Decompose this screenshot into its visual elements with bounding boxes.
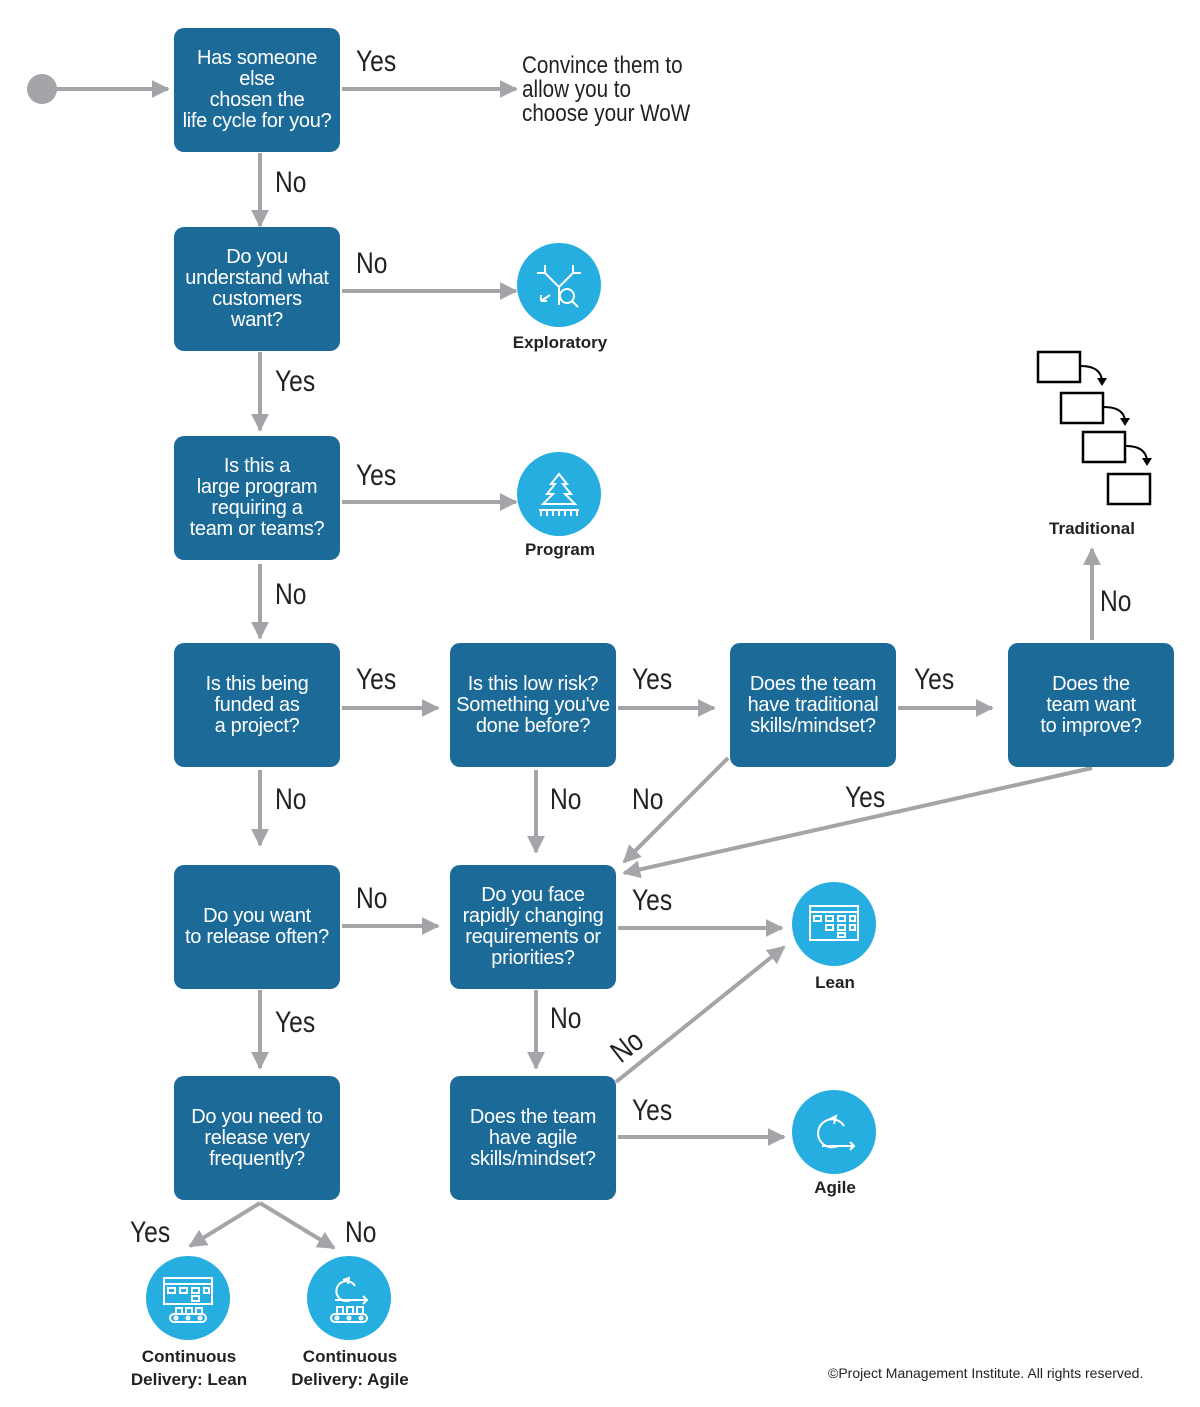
waterfall-steps-icon <box>1036 350 1152 506</box>
decision-q11-agile-skills: Does the team have agile skills/mindset? <box>450 1076 616 1200</box>
label-q1-yes: Yes <box>356 45 397 78</box>
label-q8-yes: Yes <box>275 1006 316 1039</box>
branching-search-icon <box>537 265 581 308</box>
arrow-q7-yes <box>622 766 1093 879</box>
label-q9-yes: Yes <box>632 884 673 917</box>
outcome-exploratory-circle <box>517 243 601 327</box>
outcome-program-circle <box>517 452 601 536</box>
outcome-lean-label: Lean <box>815 973 855 992</box>
outcome-exploratory-label: Exploratory <box>512 333 608 352</box>
outcome-traditional-label: Traditional <box>1049 519 1135 538</box>
label-q5-no: No <box>550 783 582 816</box>
decision-q6-traditional-skills: Does the team have traditional skills/mi… <box>730 643 896 767</box>
label-q8-no: No <box>356 882 388 915</box>
kanban-board-icon <box>809 905 859 941</box>
decision-q5-low-risk: Is this low risk? Something you've done … <box>450 643 616 767</box>
decision-q9-changing-requirements: Do you face rapidly changing requirement… <box>450 865 616 989</box>
outcome-cd-lean-circle <box>146 1256 230 1340</box>
label-q5-yes: Yes <box>632 663 673 696</box>
decision-q10-release-very-frequently: Do you need to release very frequently? <box>174 1076 340 1200</box>
copyright-notice: ©Project Management Institute. All right… <box>828 1365 1144 1381</box>
tree-hierarchy-icon <box>539 472 579 516</box>
decision-q8-release-often: Do you want to release often? <box>174 865 340 989</box>
outcome-program-label: Program <box>525 540 595 559</box>
decision-q2-understand-customers: Do you understand what customers want? <box>174 227 340 351</box>
arrow-q6-no <box>622 756 730 864</box>
outcome-cd-lean-label: Continuous Delivery: Lean <box>130 1347 248 1389</box>
label-q6-no: No <box>632 783 664 816</box>
loop-conveyor-icon <box>330 1276 369 1323</box>
label-q2-no: No <box>356 247 388 280</box>
label-q1-no: No <box>275 166 307 199</box>
label-q2-yes: Yes <box>275 365 316 398</box>
arrow-q10-yes <box>188 1201 262 1248</box>
decision-q3-large-program: Is this a large program requiring a team… <box>174 436 340 560</box>
outcome-lean-circle <box>792 882 876 966</box>
label-q11-yes: Yes <box>632 1094 673 1127</box>
kanban-conveyor-icon <box>163 1277 213 1323</box>
outcome-convince-text: Convince them to allow you to choose you… <box>522 52 691 127</box>
label-q6-yes: Yes <box>914 663 955 696</box>
decision-q1-life-cycle-chosen: Has someone else chosen the life cycle f… <box>174 28 340 152</box>
outcome-agile-circle <box>792 1090 876 1174</box>
decision-q7-want-improve: Does the team want to improve? <box>1008 643 1174 767</box>
label-q10-yes: Yes <box>130 1216 171 1249</box>
label-q4-no: No <box>275 783 307 816</box>
label-q4-yes: Yes <box>356 663 397 696</box>
label-q7-yes: Yes <box>845 781 886 814</box>
arrow-q11-no <box>614 945 786 1084</box>
label-q3-no: No <box>275 578 307 611</box>
label-q10-no: No <box>345 1216 377 1249</box>
iteration-loop-icon <box>817 1114 856 1151</box>
label-q9-no: No <box>550 1002 582 1035</box>
outcome-agile-label: Agile <box>814 1178 856 1197</box>
label-q3-yes: Yes <box>356 459 397 492</box>
arrow-q10-no <box>258 1201 336 1250</box>
start-node <box>27 74 57 104</box>
decision-q4-funded-project: Is this being funded as a project? <box>174 643 340 767</box>
outcome-cd-agile-circle <box>307 1256 391 1340</box>
outcome-cd-agile-label: Continuous Delivery: Agile <box>291 1347 409 1389</box>
label-q7-no: No <box>1100 585 1132 618</box>
